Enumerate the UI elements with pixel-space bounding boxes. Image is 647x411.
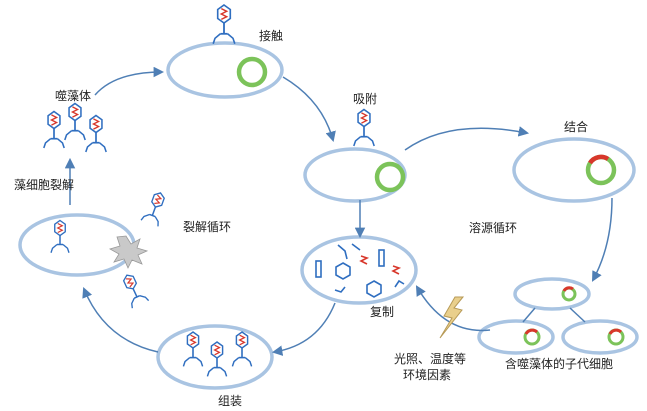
label-contact: 接触 [259, 29, 284, 43]
phage-icon [352, 108, 376, 147]
division-line [522, 307, 536, 323]
cell-adsorption [303, 147, 407, 203]
cell-replication [300, 235, 418, 305]
label-env-factors-1: 光照、温度等 [393, 352, 467, 366]
phage-components [315, 243, 405, 298]
burst-icon [108, 235, 149, 269]
arrow-adsorption-to-combine [404, 126, 530, 151]
cell-combine [512, 137, 636, 203]
phage-dna-fragments [359, 255, 402, 275]
label-lysogenic-cycle: 溶源循环 [469, 221, 518, 235]
phage-icon [117, 270, 150, 309]
integrated-phage-dna [608, 328, 623, 335]
label-phage: 噬藻体 [55, 89, 92, 103]
bacterial-dna-ring [236, 56, 268, 88]
arrow-phage-to-contact [94, 66, 165, 96]
phage-icon [63, 102, 87, 141]
arrow-replication-to-assembly [271, 302, 336, 356]
label-env-factors-2: 环境因素 [402, 368, 452, 382]
label-replication: 复制 [370, 305, 395, 319]
cell-lysis [18, 213, 136, 277]
daughter-cell-left [477, 319, 555, 355]
label-combine: 结合 [564, 120, 589, 134]
label-lysis-release: 藻细胞裂解 [14, 178, 75, 192]
phage-icon [42, 110, 66, 149]
label-daughter-cells: 含噬藻体的子代细胞 [505, 357, 614, 371]
lightning-icon [439, 296, 465, 339]
integrated-phage-dna [588, 154, 610, 165]
arrow-combine-to-daughters [591, 197, 613, 282]
bacterial-dna-ring [374, 161, 406, 193]
label-assembly: 组装 [218, 394, 243, 408]
division-line [569, 307, 586, 323]
label-adsorption: 吸附 [353, 92, 378, 106]
label-lytic-cycle: 裂解循环 [183, 220, 232, 234]
integrated-phage-dna [524, 328, 539, 335]
integrated-phage-dna [562, 286, 574, 292]
arrow-assembly-to-lysis [82, 287, 159, 353]
phage-icon [140, 189, 170, 228]
phage-icon [84, 114, 108, 153]
arrow-contact-to-adsorption [282, 76, 336, 143]
phage-icon [212, 4, 236, 45]
daughter-cell-top [513, 277, 591, 311]
daughter-cell-right [561, 319, 639, 355]
